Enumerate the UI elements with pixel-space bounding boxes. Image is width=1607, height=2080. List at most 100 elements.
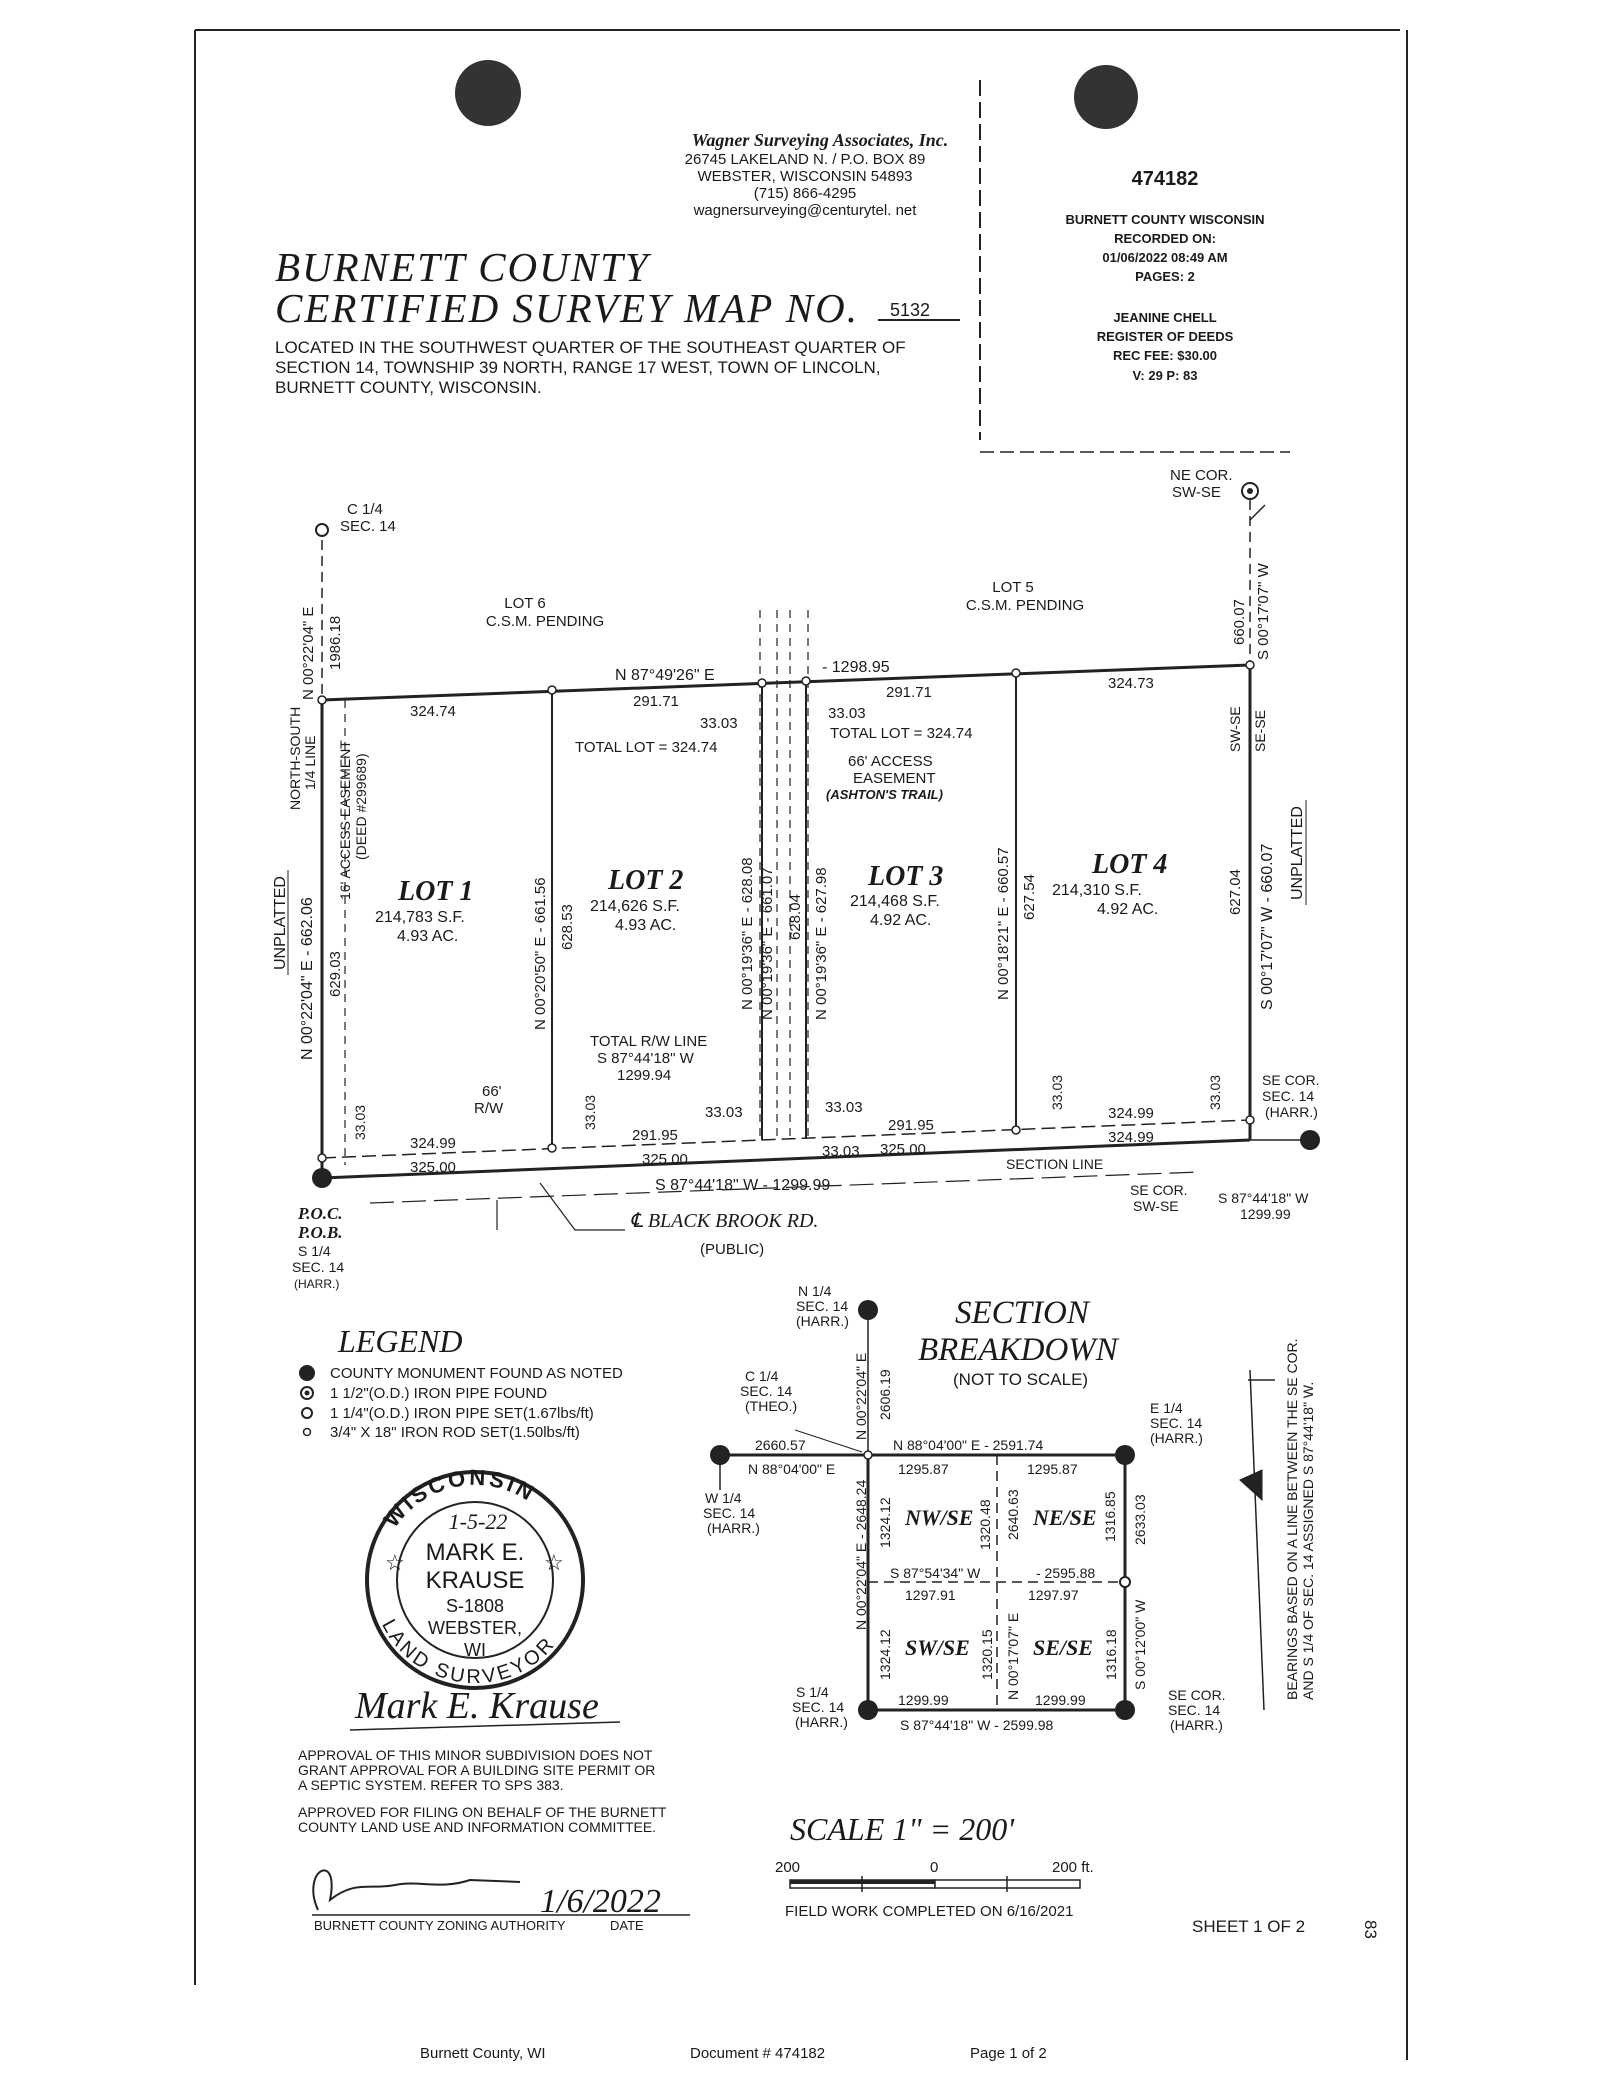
dim-33-03-g: 33.03	[822, 1143, 860, 1160]
approval-line2: GRANT APPROVAL FOR A BUILDING SITE PERMI…	[298, 1762, 655, 1778]
lot2-title: LOT 2	[607, 865, 683, 896]
dim-325-00-c: 325.00	[880, 1141, 926, 1158]
se-cor-swse-2: SW-SE	[1133, 1198, 1179, 1214]
dim-661-07: N 00°19'36" E - 661.07	[759, 867, 776, 1020]
bd-top-left-dist: 2660.57	[755, 1437, 806, 1453]
bearing-note-1: BEARINGS BASED ON A LINE BETWEEN THE SE …	[1284, 1339, 1300, 1701]
register-name: JEANINE CHELL	[1113, 310, 1216, 325]
seal-name-1: MARK E.	[426, 1539, 525, 1566]
legend-item-1: COUNTY MONUMENT FOUND AS NOTED	[330, 1365, 623, 1382]
location-line3: BURNETT COUNTY, WISCONSIN.	[275, 378, 542, 397]
sheet-frame	[194, 29, 1408, 2060]
bd-1295-87-b: 1295.87	[1027, 1461, 1078, 1477]
location-line1: LOCATED IN THE SOUTHWEST QUARTER OF THE …	[275, 338, 906, 357]
iron-rod-set-icon	[302, 1427, 312, 1437]
approval-line1: APPROVAL OF THIS MINOR SUBDIVISION DOES …	[298, 1747, 653, 1763]
unplatted-east: UNPLATTED	[1289, 806, 1306, 900]
e14-label: E 1/4	[1150, 1400, 1183, 1416]
footer-document: Document # 474182	[690, 2045, 825, 2062]
bd-2633-03: 2633.03	[1132, 1494, 1148, 1545]
seal-city: WEBSTER,	[428, 1618, 522, 1638]
recording-date: 01/06/2022 08:49 AM	[1102, 250, 1227, 265]
sese-label: SE-SE	[1252, 710, 1268, 752]
bd-nese: NE/SE	[1032, 1505, 1097, 1530]
approval-block: APPROVAL OF THIS MINOR SUBDIVISION DOES …	[298, 1747, 690, 1933]
approval-line4: APPROVED FOR FILING ON BEHALF OF THE BUR…	[298, 1804, 667, 1820]
legend-item-3: 1 1/4"(O.D.) IRON PIPE SET(1.67lbs/ft)	[330, 1405, 594, 1422]
n14-sec: SEC. 14	[796, 1298, 848, 1314]
e14-harr: (HARR.)	[1150, 1430, 1203, 1446]
lot1-ac: 4.93 AC.	[397, 928, 458, 945]
west-top-dist: 1986.18	[327, 616, 344, 670]
section-line-label: SECTION LINE	[1006, 1156, 1103, 1172]
se-cor-label: SE COR.	[1262, 1072, 1320, 1088]
dim-291-95-a: 291.95	[632, 1127, 678, 1144]
dim-33-03-d: 33.03	[582, 1095, 598, 1130]
total-lot-a: TOTAL LOT = 324.74	[575, 739, 717, 756]
bd-v-n: N 00°22'04" E	[853, 1353, 869, 1440]
east-top-dist: 660.07	[1231, 599, 1248, 645]
south-bearing: S 87°44'18" W - 1299.99	[655, 1177, 830, 1194]
iron-pipe-set-icon	[301, 1407, 313, 1419]
w14-sec: SEC. 14	[703, 1505, 755, 1521]
recording-doc-number: 474182	[1132, 168, 1199, 190]
bd-s14-harr: (HARR.)	[795, 1714, 848, 1730]
ns-line-2: 1/4 LINE	[302, 736, 318, 790]
lot6-sub-label: C.S.M. PENDING	[486, 613, 604, 630]
w14-label: W 1/4	[705, 1490, 742, 1506]
dim-627-98: N 00°19'36" E - 627.98	[813, 867, 830, 1020]
ne-cor-label: NE COR.	[1170, 467, 1233, 484]
lot12-bearing: N 00°20'50" E - 661.56	[532, 877, 549, 1030]
bd-1297-91: 1297.91	[905, 1587, 956, 1603]
dim-325-00-b: 325.00	[642, 1151, 688, 1168]
bd-bottom-bearing: S 87°44'18" W - 2599.98	[900, 1717, 1054, 1733]
surveyor-phone: (715) 866-4295	[754, 185, 857, 202]
breakdown-subtitle: (NOT TO SCALE)	[953, 1370, 1088, 1389]
surveyor-company: Wagner Surveying Associates, Inc.	[692, 130, 949, 150]
north-arrow-icon	[1239, 1369, 1275, 1711]
dim-33-03-b: 33.03	[828, 705, 866, 722]
footer-page: Page 1 of 2	[970, 2045, 1047, 2062]
bd-v-c: N 00°17'07" E	[1005, 1613, 1021, 1700]
se-cor-harr: (HARR.)	[1265, 1104, 1318, 1120]
bd-1320-15: 1320.15	[979, 1629, 995, 1680]
bd-swse: SW/SE	[905, 1635, 970, 1660]
bd-c14-sec: SEC. 14	[740, 1383, 792, 1399]
north-bearing: N 87°49'26" E	[615, 667, 715, 684]
breakdown-title1: SECTION	[955, 1295, 1091, 1331]
n14-harr: (HARR.)	[796, 1313, 849, 1329]
dim-627-54: 627.54	[1021, 874, 1038, 920]
s14-label: S 1/4	[298, 1243, 331, 1259]
swse-label: SW-SE	[1227, 706, 1243, 752]
rw-dist: 1299.94	[617, 1067, 671, 1084]
c14-sec-label: SEC. 14	[340, 518, 396, 535]
unplatted-west: UNPLATTED	[272, 876, 289, 970]
title-map-number: 5132	[890, 300, 930, 320]
breakdown-title2: BREAKDOWN	[918, 1332, 1120, 1368]
bd-1324-12-b: 1324.12	[877, 1629, 893, 1680]
section-breakdown: SECTION BREAKDOWN (NOT TO SCALE) N 1/4 S…	[703, 1283, 1316, 1733]
lot5-sub-label: C.S.M. PENDING	[966, 597, 1084, 614]
lot3-sf: 214,468 S.F.	[850, 893, 940, 910]
bd-nwse: NW/SE	[904, 1505, 973, 1530]
page-footer: Burnett County, WI Document # 474182 Pag…	[420, 2045, 1047, 2062]
zoning-signature	[312, 1869, 521, 1911]
bd-se-label: SE COR.	[1168, 1687, 1226, 1703]
n14-label: N 1/4	[798, 1283, 832, 1299]
bd-v-w: N 00°22'04" E - 2648.24	[853, 1480, 869, 1630]
title-line2: CERTIFIED SURVEY MAP NO.	[275, 285, 859, 331]
bd-1299-99-a: 1299.99	[898, 1692, 949, 1708]
bd-v-n-dist: 2606.19	[877, 1369, 893, 1420]
se-bearing: S 87°44'18" W	[1218, 1190, 1309, 1206]
se-cor-sec: SEC. 14	[1262, 1088, 1314, 1104]
rw-total: TOTAL R/W LINE	[590, 1033, 707, 1050]
recording-on-label: RECORDED ON:	[1114, 231, 1216, 246]
legend-item-2: 1 1/2"(O.D.) IRON PIPE FOUND	[330, 1385, 547, 1402]
dim-33-03-c: 33.03	[352, 1105, 368, 1140]
legend-item-4: 3/4" X 18" IRON ROD SET(1.50lbs/ft)	[330, 1424, 580, 1441]
bd-v-e: S 00°12'00" W	[1132, 1599, 1148, 1690]
w14-harr: (HARR.)	[707, 1520, 760, 1536]
dim-324-99-b: 324.99	[1108, 1105, 1154, 1122]
access-66: 66' ACCESS	[848, 753, 933, 770]
